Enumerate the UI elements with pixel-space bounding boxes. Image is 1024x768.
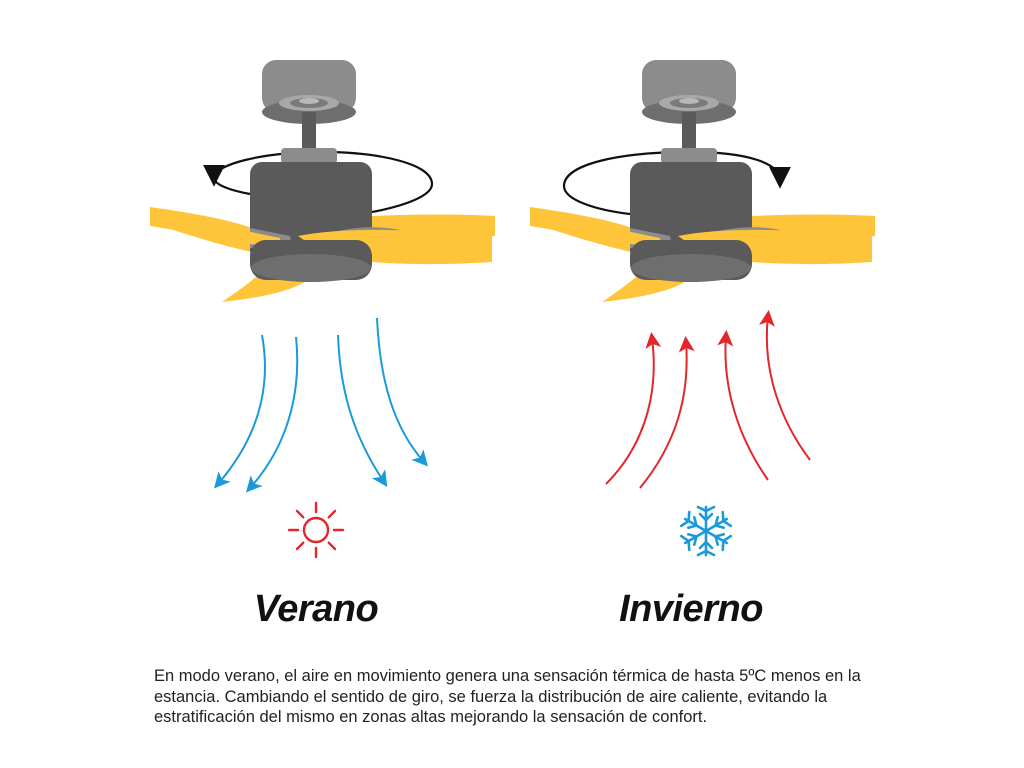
winter-air-arrow bbox=[605, 332, 662, 485]
summer-air-arrow bbox=[376, 317, 428, 467]
winter-air-arrow bbox=[717, 330, 769, 481]
summer-panel bbox=[150, 60, 495, 559]
summer-fan bbox=[150, 60, 495, 302]
winter-air-arrow bbox=[639, 336, 695, 489]
summer-air-arrow bbox=[245, 336, 299, 493]
sun-icon bbox=[287, 501, 345, 559]
summer-air-arrow bbox=[337, 334, 388, 487]
summer-mode-title: Verano bbox=[253, 588, 379, 630]
fan-modes-diagram bbox=[150, 60, 875, 559]
winter-mode-title: Invierno bbox=[619, 588, 763, 630]
winter-airflow-arrows bbox=[605, 310, 811, 489]
summer-air-arrow bbox=[214, 334, 266, 489]
summer-airflow-arrows bbox=[214, 317, 428, 493]
snowflake-icon bbox=[679, 505, 733, 557]
description-paragraph: En modo verano, el aire en movimiento ge… bbox=[154, 667, 861, 726]
winter-fan bbox=[530, 60, 875, 302]
winter-panel bbox=[530, 60, 875, 557]
winter-air-arrow bbox=[758, 310, 811, 461]
